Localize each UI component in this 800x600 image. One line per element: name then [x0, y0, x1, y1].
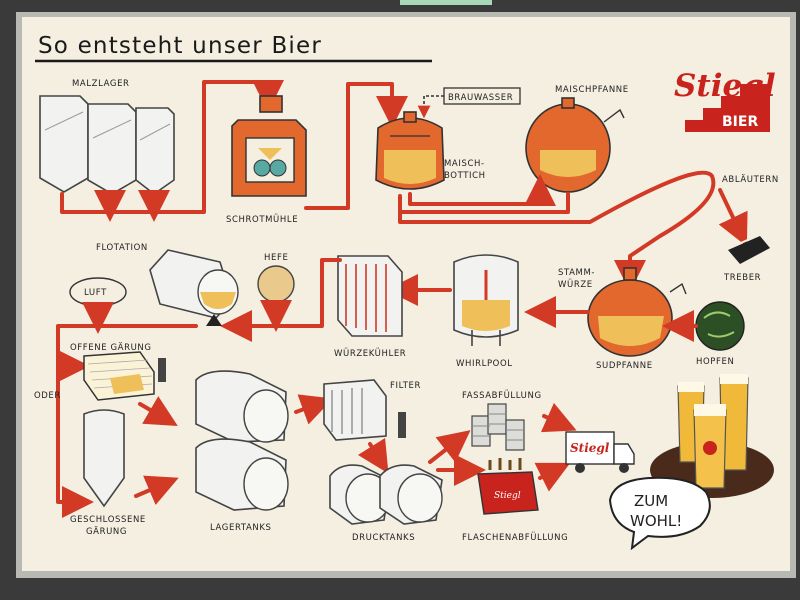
label-lagertanks: LAGERTANKS [210, 523, 272, 533]
label-hopfen: HOPFEN [696, 357, 734, 367]
arrow-lager-to-filter [294, 394, 334, 425]
poster-title: So entsteht unser Bier [38, 33, 322, 59]
label-maischbottich-2: BOTTICH [444, 171, 486, 181]
arrow-flotation-to-gaerung [56, 324, 198, 518]
beer-glasses [650, 374, 774, 498]
label-oder: ODER [34, 391, 61, 401]
stiegl-logo: Stiegl BIER [670, 68, 776, 132]
label-schrotmuehle: SCHROTMÜHLE [226, 214, 298, 225]
label-sudpfanne: SUDPFANNE [596, 361, 653, 371]
zum-wohl-bubble: ZUM WOHL! [608, 476, 711, 551]
label-flotation: FLOTATION [96, 243, 148, 253]
svg-text:Stiegl: Stiegl [494, 491, 521, 501]
label-wohl: WOHL! [630, 512, 682, 530]
label-drucktanks: DRUCKTANKS [352, 533, 415, 543]
label-whirlpool: WHIRLPOOL [456, 359, 513, 369]
label-wuerzekuehler: WÜRZEKÜHLER [334, 348, 406, 359]
lagertanks-stack [195, 370, 289, 511]
hopfen-ball [695, 301, 745, 351]
label-maischbottich-1: MAISCH- [444, 159, 485, 169]
arrow-to-treber [718, 188, 748, 247]
flaschen-crate: Stiegl [477, 458, 539, 515]
label-malzlager: MALZLAGER [72, 79, 130, 89]
label-ablaeutern: ABLÄUTERN [722, 174, 779, 185]
hefe-circle [257, 265, 295, 303]
label-filter: FILTER [390, 381, 421, 391]
label-maischpfanne: MAISCHPFANNE [555, 85, 629, 95]
arrow-pfanne-to-bottich [398, 192, 570, 214]
arrow-bottich-to-pfanne [408, 174, 556, 206]
sudpfanne-vessel [587, 267, 687, 357]
wuerzekuehler-unit [337, 255, 403, 337]
arrow-fass-to-truck [540, 402, 577, 433]
arrow-filter-to-druck [357, 437, 389, 474]
label-geschlossene-1: GESCHLOSSENE [70, 515, 146, 525]
offene-gaerung-vat [83, 351, 166, 401]
delivery-truck: Stiegl [565, 431, 635, 473]
top-light-strip [400, 0, 492, 5]
arrow-brauwasser [417, 95, 444, 119]
maischbottich-vessel [375, 111, 445, 190]
fass-kegs [471, 403, 525, 451]
malzlager-silos [39, 95, 175, 195]
logo-subtext: BIER [722, 114, 758, 130]
label-treber: TREBER [723, 273, 761, 283]
geschlossene-gaerung-tank [83, 409, 125, 508]
arrow-to-mill [198, 80, 284, 214]
label-luft: LUFT [84, 288, 107, 298]
label-flaschenabfuellung: FLASCHENABFÜLLUNG [462, 532, 568, 543]
label-offene-gaerung: OFFENE GÄRUNG [70, 342, 152, 353]
label-brauwasser: BRAUWASSER [448, 93, 513, 103]
flotation-tank [149, 249, 239, 326]
drucktanks-pair [329, 464, 443, 525]
logo-wordmark: Stiegl [674, 68, 776, 104]
arrow-to-fass [428, 430, 471, 464]
treber-pile [728, 236, 770, 264]
arrow-mill-to-maischbottich [304, 82, 408, 210]
arrow-geschlossene-to-lager [134, 475, 179, 506]
label-zum: ZUM [634, 492, 668, 510]
label-fassabfuellung: FASSABFÜLLUNG [462, 390, 542, 401]
schrotmuehle-machine [231, 95, 307, 197]
label-geschlossene-2: GÄRUNG [86, 526, 127, 537]
arrow-flasche-to-truck [534, 462, 571, 492]
arrow-offene-to-lager [138, 396, 178, 427]
label-hefe: HEFE [264, 253, 288, 263]
label-stammwuerze-1: STAMM- [558, 268, 595, 278]
filter-unit [323, 379, 406, 441]
label-stammwuerze-2: WÜRZE [558, 279, 593, 290]
whirlpool-tank [453, 254, 519, 346]
svg-text:Stiegl: Stiegl [570, 441, 610, 455]
arrow-to-ablaeutern [398, 170, 716, 292]
